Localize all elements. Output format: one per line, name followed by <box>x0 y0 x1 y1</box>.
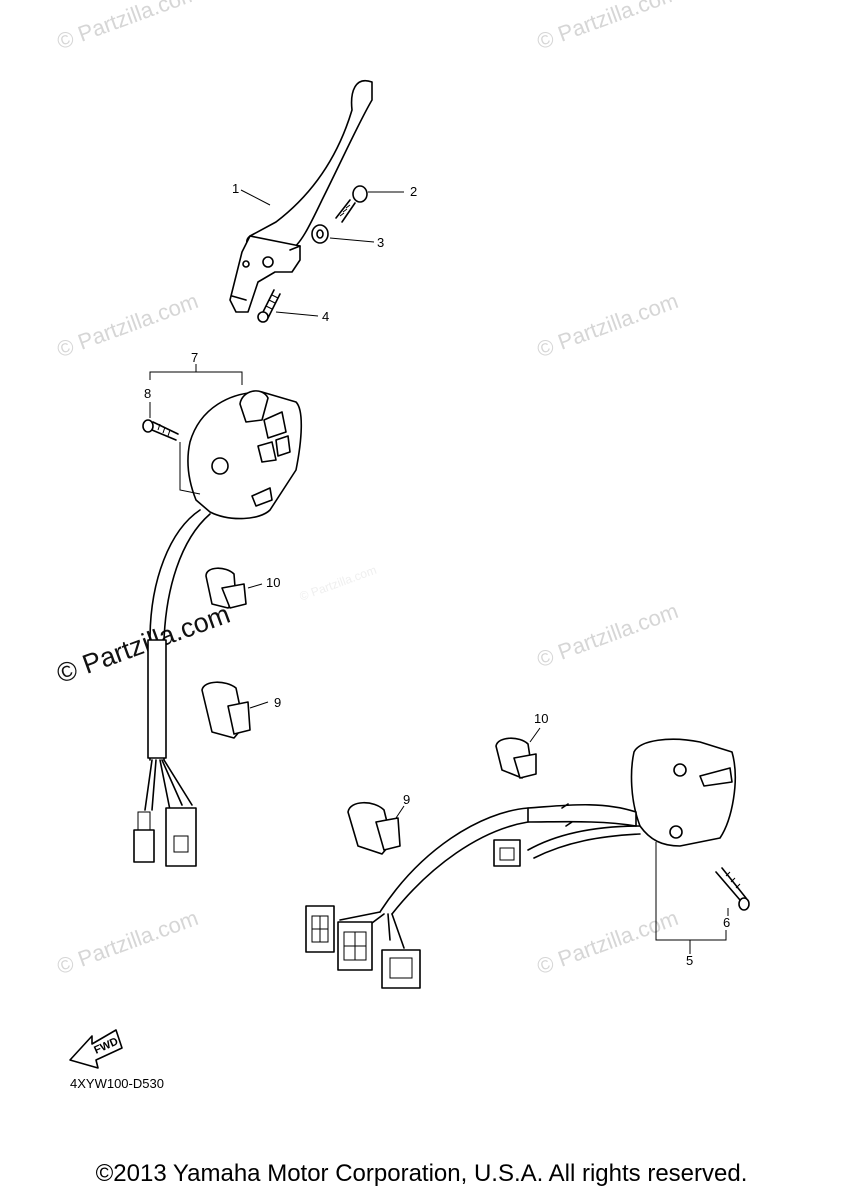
callout-9-right: 9 <box>403 792 411 807</box>
clamp-part-9-left <box>201 681 269 739</box>
callout-10-right: 10 <box>534 711 549 726</box>
callout-8: 8 <box>144 386 152 401</box>
bolt-part-4 <box>257 289 281 323</box>
diagram-code: 4XYW100-D530 <box>70 1076 164 1091</box>
left-harness <box>133 509 211 867</box>
lever-part-1 <box>229 79 373 313</box>
clamp-part-9-right <box>347 801 405 855</box>
nut-part-3 <box>311 224 329 244</box>
clamp-part-10-right <box>495 727 541 779</box>
callout-6: 6 <box>723 915 731 930</box>
fwd-arrow-icon: FWD <box>69 1029 123 1069</box>
clamp-part-10-left <box>205 567 263 609</box>
callout-7: 7 <box>191 350 199 365</box>
screw-part-6 <box>715 867 750 916</box>
screw-part-8 <box>142 402 179 441</box>
callout-5: 5 <box>686 953 694 968</box>
callout-9-left: 9 <box>274 695 282 710</box>
switch-part-5 <box>630 738 737 954</box>
callout-2: 2 <box>410 184 418 199</box>
bolt-part-2 <box>335 185 368 223</box>
callout-4: 4 <box>322 309 330 324</box>
copyright-notice: ©2013 Yamaha Motor Corporation, U.S.A. A… <box>95 1160 748 1187</box>
callout-3: 3 <box>377 235 385 250</box>
callout-10-left: 10 <box>266 575 281 590</box>
right-harness <box>305 803 641 989</box>
callout-1: 1 <box>232 181 240 196</box>
switch-part-7 <box>149 364 303 520</box>
